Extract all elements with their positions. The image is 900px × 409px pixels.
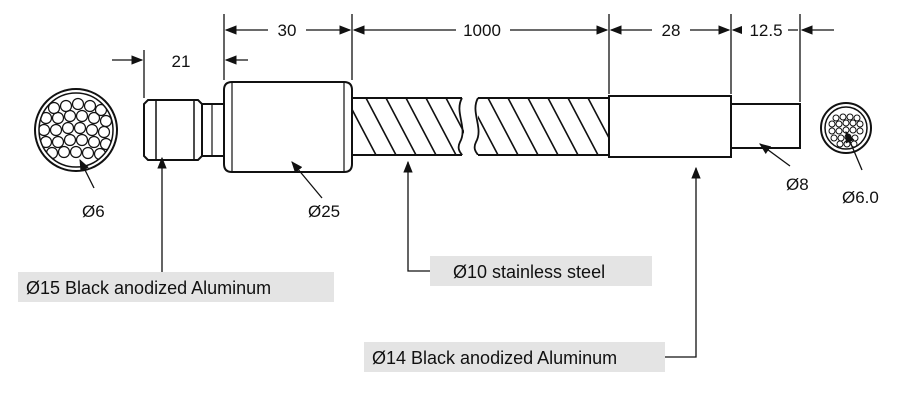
leader-end-right [845,130,863,171]
shaft-10 [352,97,609,156]
diameter-label-end-right: Ø6.0 [842,188,879,207]
callout-steel-10: Ø10 stainless steel [453,262,605,282]
callout-leaders [157,156,701,358]
callout-box-aluminum-14 [364,342,665,372]
body-25 [223,81,353,173]
callout-box-aluminum-15 [18,272,334,302]
sleeve-14 [608,95,732,158]
dimension-1000: 1000 [463,21,501,40]
left-tip [143,99,225,161]
left-end-section [34,88,118,172]
dimension-12-5: 12.5 [749,21,782,40]
leader-tip-8 [759,143,791,167]
diameter-label-tip-8: Ø8 [786,175,809,194]
tip-8 [730,103,801,149]
dimension-lines [112,14,834,102]
dimension-30: 30 [278,21,297,40]
leader-body-25 [291,161,323,199]
callout-aluminum-15: Ø15 Black anodized Aluminum [26,278,271,298]
dimension-21: 21 [172,52,191,71]
diameter-label-body-25: Ø25 [308,202,340,221]
callout-aluminum-14: Ø14 Black anodized Aluminum [372,348,617,368]
leader-end-left [79,158,95,189]
right-end-section [820,102,872,154]
dimension-28: 28 [662,21,681,40]
callout-box-steel-10 [430,256,652,286]
diameter-label-end-left: Ø6 [82,202,105,221]
